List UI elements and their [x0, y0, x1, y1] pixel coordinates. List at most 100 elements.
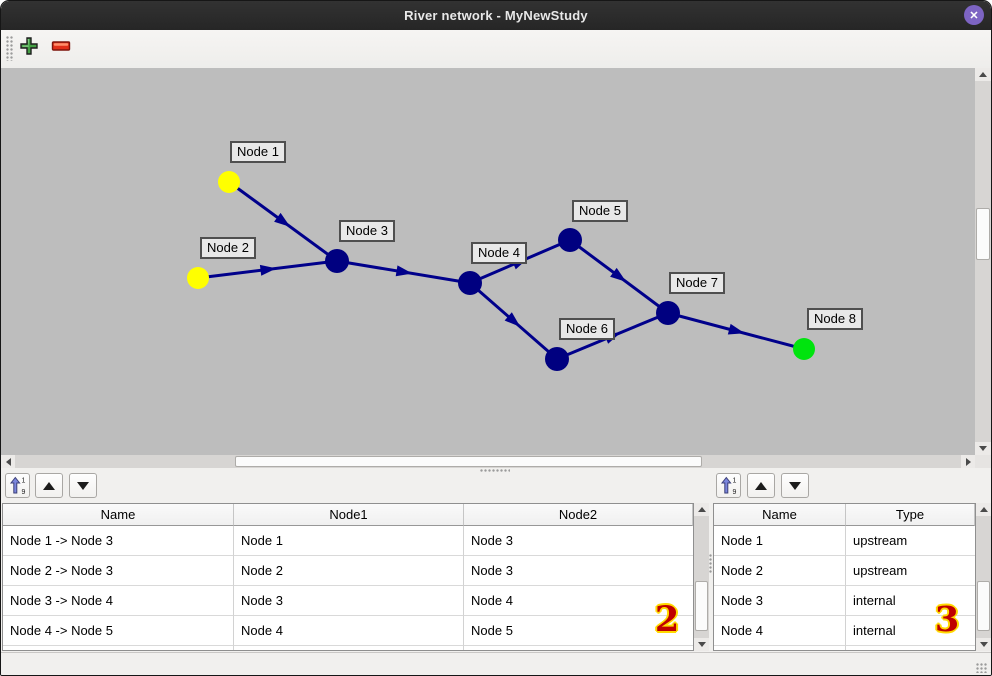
table-cell[interactable]: Node 3	[464, 556, 693, 586]
arrow-down-icon	[979, 642, 988, 647]
scroll-down-button[interactable]	[976, 638, 991, 651]
scroll-right-button[interactable]	[961, 455, 975, 468]
table-cell[interactable]: Node 1	[714, 526, 846, 556]
nodes-move-up-button[interactable]	[747, 473, 775, 498]
table-row[interactable]	[3, 646, 693, 650]
node-label: Node 8	[807, 308, 863, 330]
network-node[interactable]	[545, 347, 569, 371]
remove-button[interactable]	[48, 35, 74, 61]
node-label: Node 7	[669, 272, 725, 294]
svg-text:1: 1	[732, 478, 736, 485]
scroll-up-button[interactable]	[975, 68, 991, 81]
table-cell[interactable]: Node 3	[714, 586, 846, 616]
svg-text:1: 1	[21, 478, 25, 485]
network-node[interactable]	[793, 338, 815, 360]
hscroll-thumb[interactable]	[235, 456, 702, 467]
flow-arrow-icon	[610, 267, 627, 282]
window-title: River network - MyNewStudy	[404, 8, 588, 23]
network-node[interactable]	[218, 171, 240, 193]
scroll-left-button[interactable]	[1, 455, 15, 468]
column-header[interactable]: Name	[3, 504, 234, 526]
table-cell[interactable]: internal	[846, 586, 975, 616]
titlebar[interactable]: River network - MyNewStudy ✕	[1, 1, 991, 30]
table-cell[interactable]: Node 5	[464, 616, 693, 646]
table-cell[interactable]: Node 2 -> Node 3	[3, 556, 234, 586]
table-cell[interactable]: Node 2	[714, 556, 846, 586]
scroll-down-button[interactable]	[694, 638, 709, 651]
table-cell[interactable]: Node 3	[464, 526, 693, 556]
table-cell[interactable]	[3, 646, 234, 650]
nodes-move-down-button[interactable]	[781, 473, 809, 498]
plus-icon	[19, 36, 39, 61]
table-cell[interactable]: Node 4 -> Node 5	[3, 616, 234, 646]
table-cell[interactable]	[464, 646, 693, 650]
vertical-splitter[interactable]	[709, 504, 713, 652]
table-row[interactable]	[714, 646, 975, 650]
sort-numeric-icon: 1 9	[9, 476, 25, 495]
main-toolbar	[1, 30, 991, 69]
flow-arrow-icon	[727, 323, 745, 335]
network-node[interactable]	[187, 267, 209, 289]
table-cell[interactable]: Node 3 -> Node 4	[3, 586, 234, 616]
network-node[interactable]	[458, 271, 482, 295]
table-cell[interactable]: Node 4	[234, 616, 464, 646]
add-button[interactable]	[16, 35, 42, 61]
table-cell[interactable]: Node 4	[714, 616, 846, 646]
column-header[interactable]: Node1	[234, 504, 464, 526]
close-button[interactable]: ✕	[964, 5, 984, 25]
table-cell[interactable]	[714, 646, 846, 650]
reaches-table-scrollbar[interactable]	[694, 503, 709, 651]
column-header[interactable]: Name	[714, 504, 846, 526]
table-cell[interactable]: Node 3	[234, 586, 464, 616]
vscroll-thumb[interactable]	[976, 208, 990, 260]
canvas-hscrollbar[interactable]	[1, 455, 975, 468]
table-cell[interactable]: Node 1	[234, 526, 464, 556]
horizontal-splitter[interactable]	[1, 468, 991, 474]
table-cell[interactable]: upstream	[846, 556, 975, 586]
triangle-up-icon	[43, 481, 55, 490]
table-cell[interactable]: upstream	[846, 526, 975, 556]
reaches-move-down-button[interactable]	[69, 473, 97, 498]
svg-text:9: 9	[21, 489, 25, 495]
column-header[interactable]: Node2	[464, 504, 693, 526]
scroll-down-button[interactable]	[975, 442, 991, 455]
vscroll-thumb[interactable]	[695, 581, 708, 631]
arrow-right-icon	[965, 457, 971, 466]
table-cell[interactable]: Node 1 -> Node 3	[3, 526, 234, 556]
toolbar-drag-handle[interactable]	[6, 36, 13, 61]
table-cell[interactable]	[846, 646, 975, 650]
nodes-sort-button[interactable]: 1 9	[716, 473, 741, 498]
scroll-up-button[interactable]	[976, 503, 991, 516]
column-header[interactable]: Type	[846, 504, 975, 526]
flow-arrow-icon	[274, 212, 291, 227]
window-resize-grip[interactable]	[976, 663, 988, 673]
canvas-vscrollbar[interactable]	[975, 68, 991, 455]
table-cell[interactable]: Node 4	[464, 586, 693, 616]
splitter-grip	[709, 554, 713, 574]
network-node[interactable]	[325, 249, 349, 273]
triangle-down-icon	[789, 481, 801, 490]
nodes-table-scrollbar[interactable]	[976, 503, 991, 651]
network-node[interactable]	[558, 228, 582, 252]
scroll-up-button[interactable]	[694, 503, 709, 516]
reaches-sort-button[interactable]: 1 9	[5, 473, 30, 498]
table-cell[interactable]: internal	[846, 616, 975, 646]
reaches-move-up-button[interactable]	[35, 473, 63, 498]
close-icon: ✕	[969, 9, 979, 22]
vscroll-thumb[interactable]	[977, 581, 990, 631]
network-node[interactable]	[656, 301, 680, 325]
table-cell[interactable]: Node 2	[234, 556, 464, 586]
table-cell[interactable]	[234, 646, 464, 650]
triangle-up-icon	[755, 481, 767, 490]
